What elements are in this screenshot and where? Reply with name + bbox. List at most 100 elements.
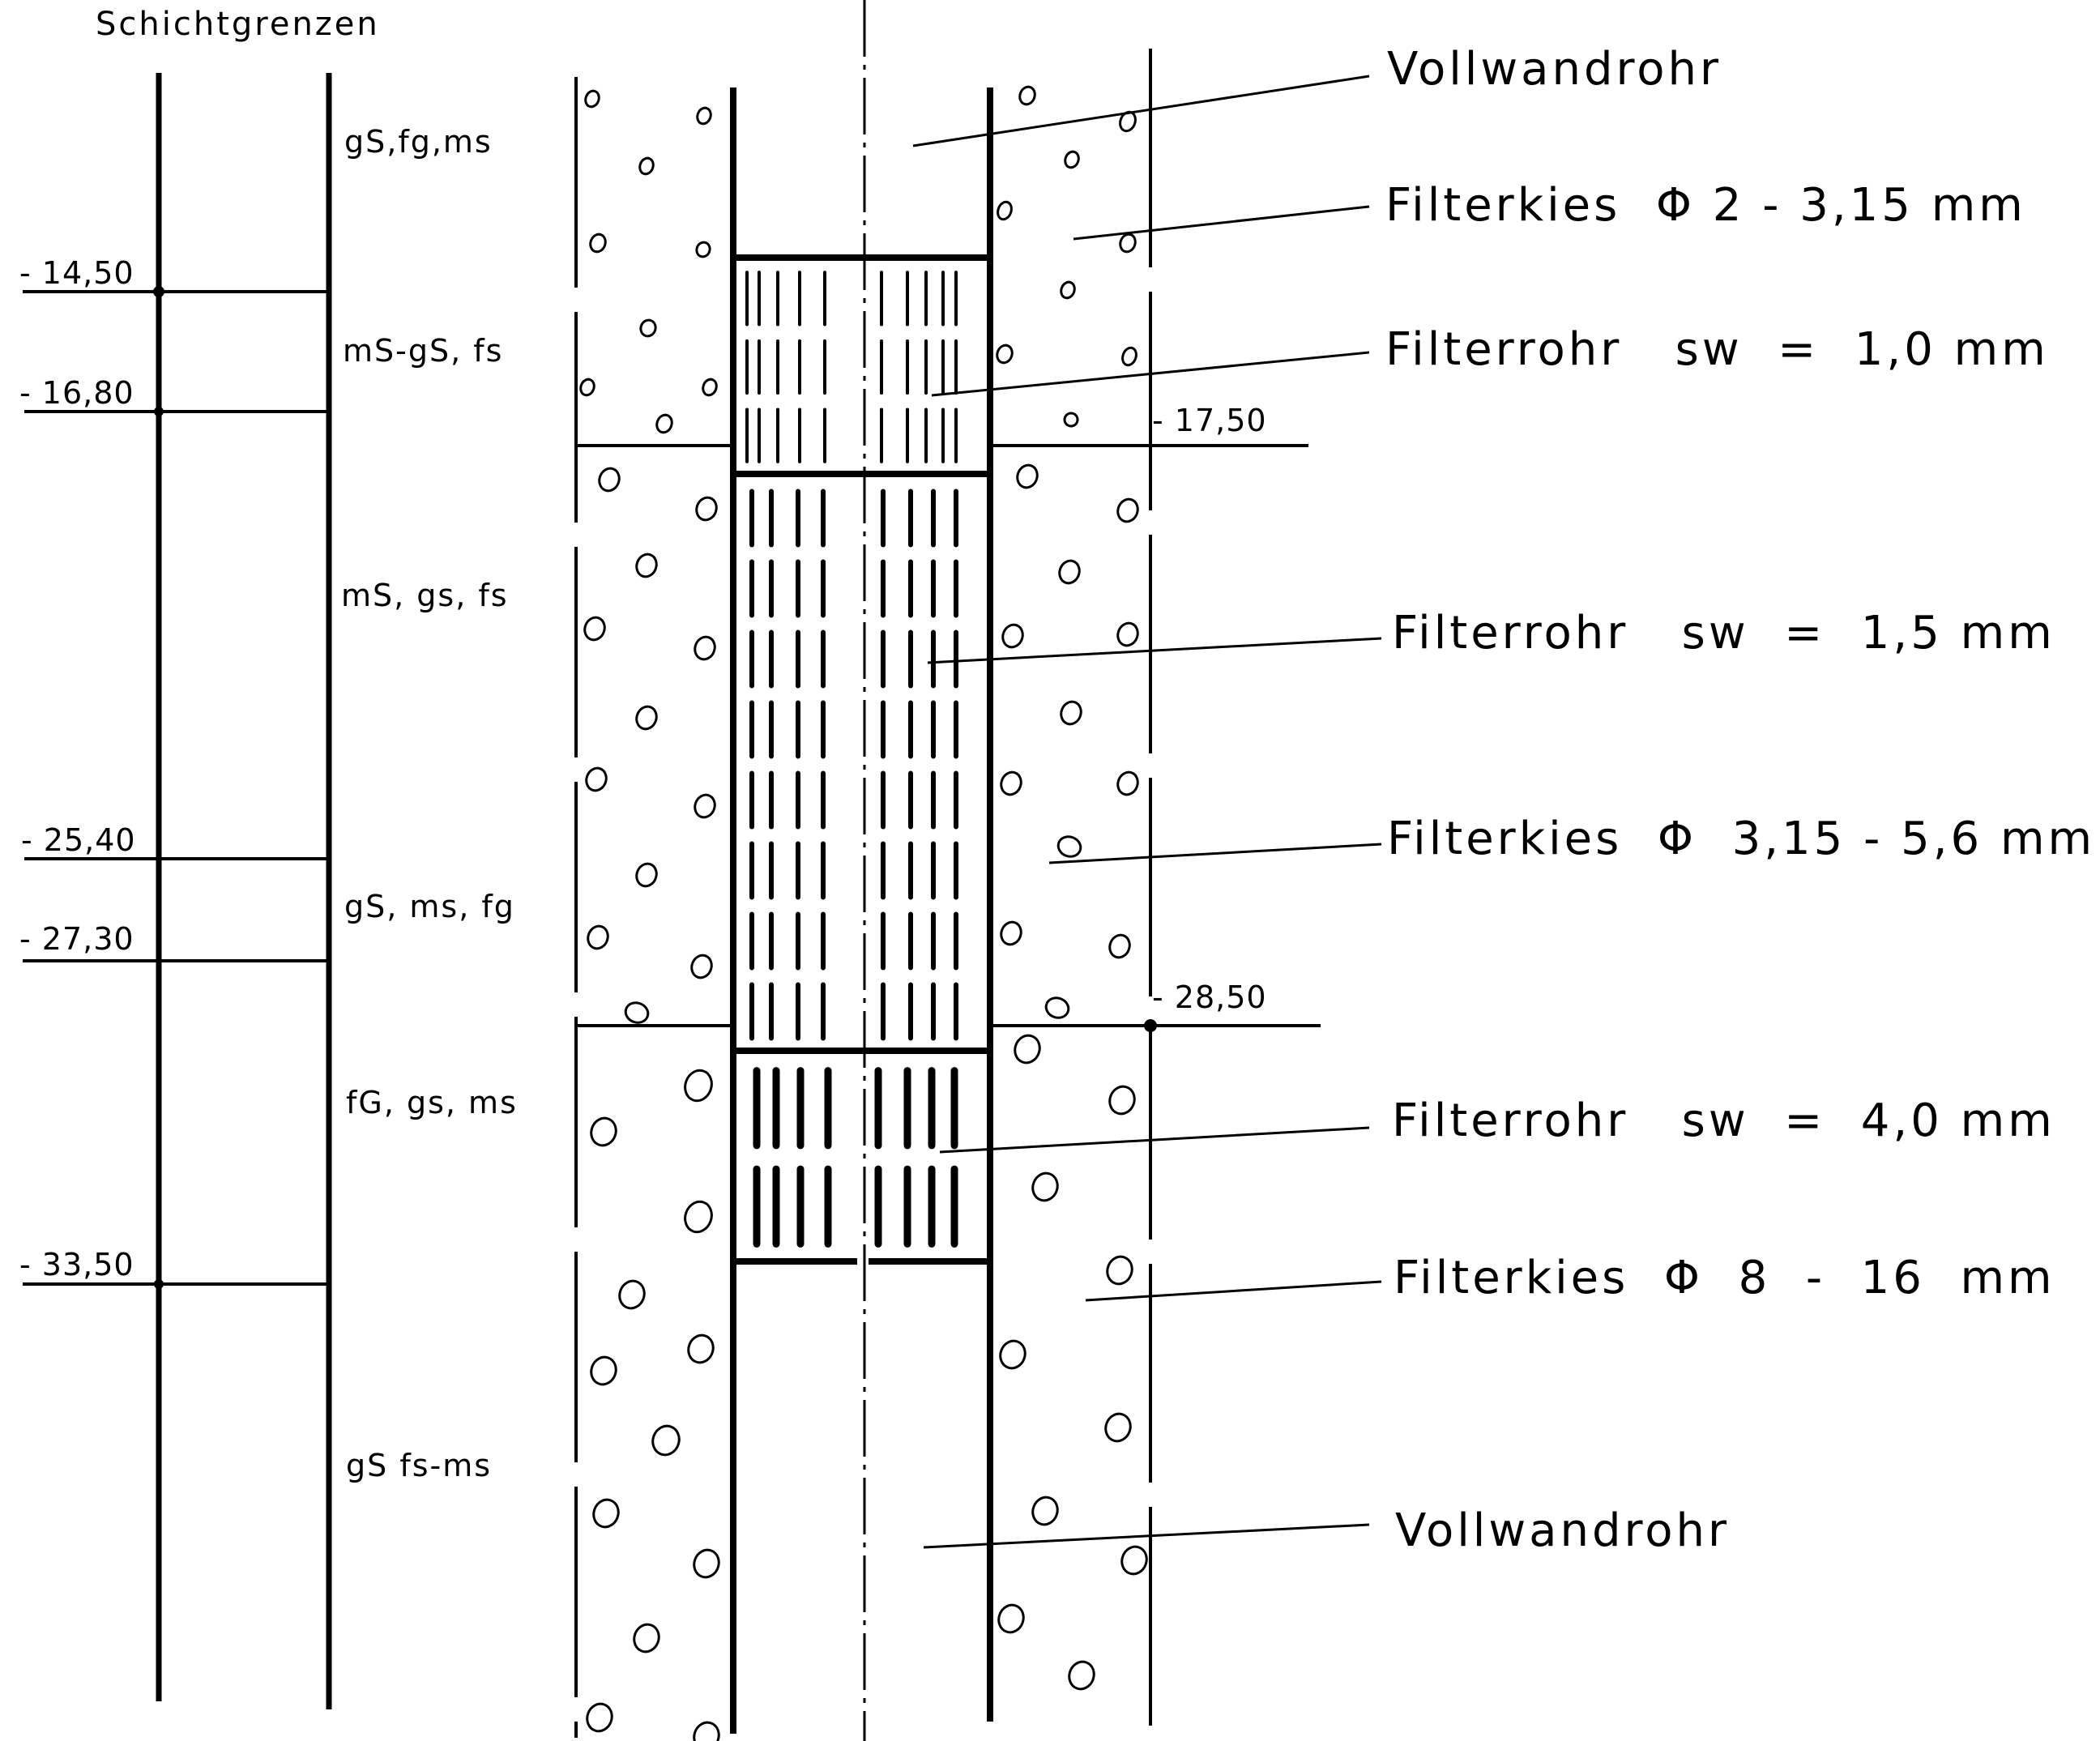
callout-screen-3: Filterrohr sw = 4,0 mm: [1392, 1095, 2055, 1147]
boundary-node-5: [154, 1279, 164, 1289]
gravel-pebble: [635, 705, 658, 731]
leader-lines: [912, 75, 1382, 1549]
gravel-pebble: [1116, 621, 1139, 647]
gravel-pebble: [638, 156, 655, 176]
soil-layer-label: fG, gs, ms: [346, 1085, 518, 1120]
gravel-pebble: [579, 378, 595, 397]
soil-layer-label: gS,fg,ms: [344, 124, 493, 160]
soil-layer-label: gS, ms, fg: [344, 889, 515, 924]
gravel-pebble: [690, 954, 713, 979]
callout-gravel-2: Filterkies Φ 3,15 - 5,6 mm: [1387, 813, 2096, 865]
gravel-pebble: [687, 1333, 715, 1364]
leader-casing-top: [912, 75, 1370, 147]
gravel-pebble: [702, 378, 718, 397]
gravel-pebble: [694, 635, 716, 661]
depth-label: - 16,80: [19, 375, 134, 411]
gravel-pebble: [651, 1424, 681, 1457]
gravel-pebble: [624, 1001, 650, 1024]
gravel-pebble: [999, 1339, 1027, 1370]
callout-screen-1: Filterrohr sw = 1,0 mm: [1385, 323, 2049, 376]
gravel-pebble: [1068, 1660, 1095, 1691]
gravel-pebble: [684, 1069, 713, 1103]
gravel-pebble: [592, 1498, 620, 1529]
gravel-pebble: [996, 344, 1014, 365]
gravel-pebble: [587, 924, 609, 950]
gravel-pebble: [684, 1200, 713, 1234]
gravel-pebble: [997, 200, 1013, 221]
gravel-pebble: [598, 467, 621, 493]
depth-label: - 14,50: [19, 255, 134, 291]
gravel-pebble: [1031, 1496, 1059, 1526]
gravel-pebble: [1016, 463, 1039, 489]
gravel-pebble: [635, 553, 658, 578]
gravel-pebble: [584, 89, 600, 109]
boundary-node-2: [154, 407, 164, 416]
gravel-pebbles: [579, 85, 1148, 1741]
gravel-pebble: [583, 616, 606, 642]
gravel-pebble: [1120, 1545, 1148, 1576]
gravel-pebble: [1104, 1412, 1132, 1443]
gravel-pebble: [1108, 933, 1131, 959]
soil-profile: [23, 73, 332, 1709]
leader-gravel-3: [1085, 1280, 1382, 1302]
gravel-pebble: [655, 413, 673, 434]
gravel-node-2: [1144, 1019, 1157, 1032]
gravel-pebble: [639, 318, 657, 338]
gravel-pebble: [1116, 770, 1139, 796]
gravel-pebble: [1001, 623, 1024, 649]
gravel-pebble: [997, 1603, 1025, 1634]
gravel-pebble: [586, 1702, 613, 1733]
casing: [730, 87, 993, 1734]
section-title: Schichtgrenzen: [96, 6, 380, 43]
borehole-walls: [574, 49, 1152, 1741]
gravel-pebble: [1000, 770, 1022, 796]
leader-screen-3: [939, 1126, 1370, 1154]
leader-casing-bottom: [923, 1523, 1370, 1549]
gravel-pebble: [693, 1548, 720, 1579]
callout-screen-2: Filterrohr sw = 1,5 mm: [1392, 607, 2055, 659]
callout-gravel-3: Filterkies Φ 8 - 16 mm: [1394, 1252, 2055, 1304]
gravel-pebble: [590, 1116, 617, 1147]
gravel-pebble: [694, 793, 716, 819]
leader-gravel-1: [1073, 205, 1370, 241]
gravel-pebble: [1108, 1085, 1136, 1116]
gravel-depth-label: - 28,50: [1152, 979, 1267, 1015]
depth-label: - 27,30: [19, 921, 134, 957]
callout-casing-bottom: Vollwandrohr: [1395, 1504, 1731, 1557]
leader-screen-2: [927, 637, 1382, 664]
gravel-pebble: [1060, 700, 1082, 726]
depth-marker-ticks: [153, 286, 1157, 1289]
depth-label: - 25,40: [21, 822, 136, 858]
gravel-pebble: [1116, 497, 1139, 523]
gravel-pebble: [1063, 412, 1079, 428]
gravel-pebble: [1119, 233, 1137, 254]
gravel-pebble: [1000, 920, 1022, 946]
gravel-pebble: [635, 862, 658, 888]
gravel-pebble: [585, 766, 608, 792]
gravel-pebble: [696, 106, 712, 126]
gravel-pebble: [1064, 150, 1080, 169]
gravel-pebble: [589, 233, 607, 254]
gravel-pebble: [633, 1623, 660, 1654]
gravel-pebble: [1106, 1255, 1133, 1286]
soil-layer-label: gS fs-ms: [346, 1448, 493, 1483]
callout-gravel-1: Filterkies Φ 2 - 3,15 mm: [1385, 179, 2026, 232]
gravel-pebble: [693, 1721, 720, 1741]
leader-screen-1: [931, 351, 1370, 397]
filter-screens: [733, 254, 990, 1265]
gravel-pebble: [1018, 85, 1036, 106]
gravel-pebble: [1058, 559, 1081, 585]
screen-slots: [745, 271, 958, 1248]
gravel-pebble: [1014, 1034, 1041, 1065]
gravel-pebble: [618, 1279, 646, 1310]
gravel-pebble: [1031, 1171, 1059, 1202]
gravel-depth-label: - 17,50: [1152, 403, 1267, 438]
gravel-boundaries: [576, 444, 1321, 1027]
depth-label: - 33,50: [19, 1247, 134, 1282]
soil-layer-label: mS, gs, fs: [341, 578, 509, 613]
gravel-pebble: [695, 241, 711, 258]
boundary-node-1: [153, 286, 164, 297]
gravel-pebble: [1044, 996, 1070, 1019]
gravel-pebble: [1121, 346, 1138, 367]
